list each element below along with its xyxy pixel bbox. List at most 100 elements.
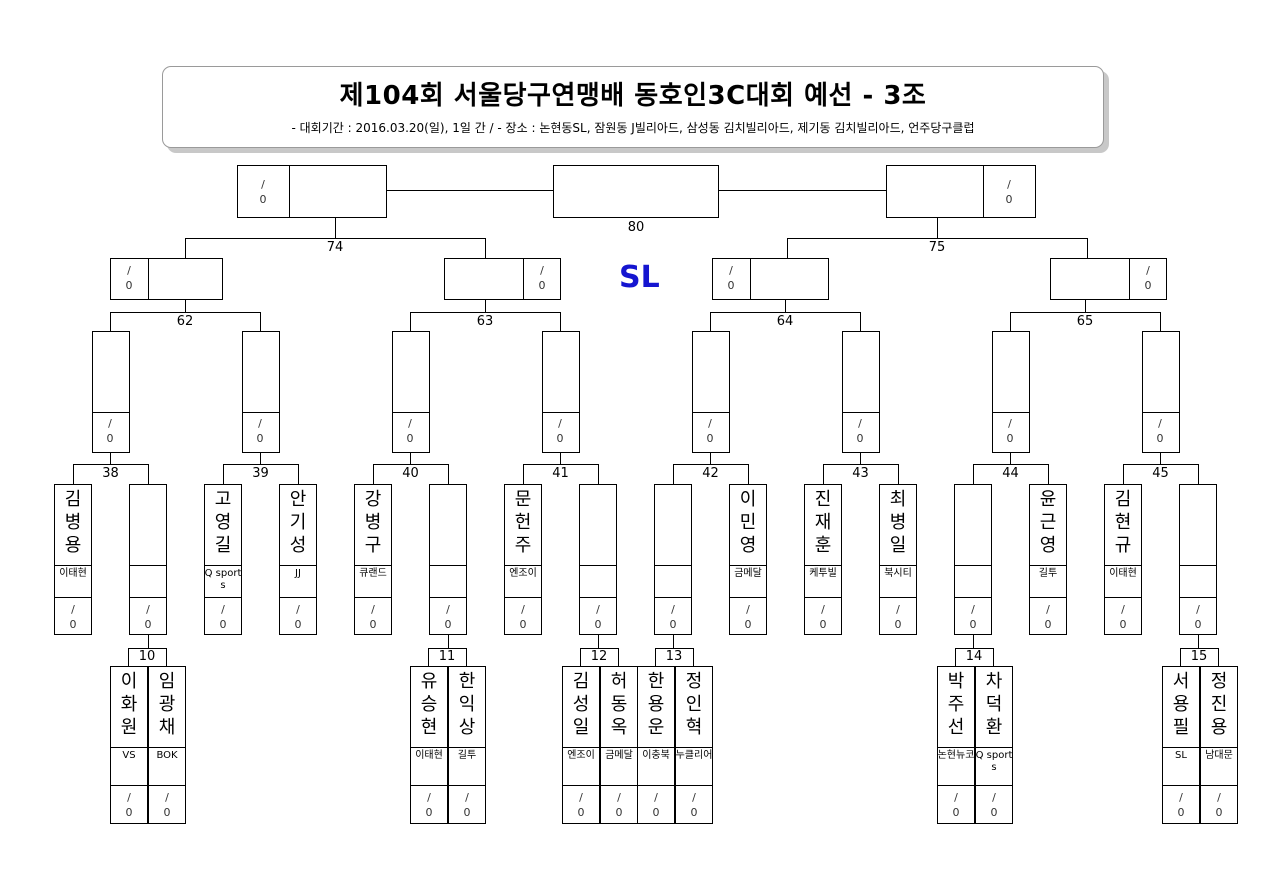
player-card	[354, 484, 392, 635]
player-card	[975, 666, 1013, 824]
bracket-line	[166, 648, 167, 667]
score-slash: /	[108, 417, 112, 430]
winner-card	[1142, 331, 1180, 453]
bracket-line	[129, 597, 167, 598]
score-slash: /	[821, 603, 825, 616]
score-value: 0	[259, 193, 267, 206]
bracket-line	[92, 412, 130, 413]
bracket-line	[73, 464, 74, 485]
score-value: 0	[652, 806, 660, 819]
page-title: 제104회 서울당구연맹배 동호인3C대회 예선 - 3조	[339, 81, 927, 111]
player-club: VS	[122, 750, 136, 761]
bracket-line	[260, 453, 261, 465]
score-value: 0	[519, 618, 527, 631]
match-number: 75	[928, 240, 946, 255]
score-slash: /	[1179, 791, 1183, 804]
winner-card	[92, 331, 130, 453]
bracket-line	[410, 747, 448, 748]
score-slash: /	[165, 791, 169, 804]
bracket-line	[1200, 747, 1238, 748]
score-value: 0	[163, 806, 171, 819]
player-card	[148, 666, 186, 824]
player-card	[1162, 666, 1200, 824]
bracket-line	[429, 597, 467, 598]
score-value: 0	[727, 279, 735, 292]
player-card	[448, 666, 486, 824]
score-value: 0	[1215, 806, 1223, 819]
bracket-line	[693, 648, 694, 667]
score-slash: /	[71, 603, 75, 616]
bracket-line	[719, 190, 887, 191]
bracket-line	[289, 165, 290, 218]
score-value: 0	[1144, 279, 1152, 292]
bracket-line	[600, 785, 638, 786]
player-club: Q sports	[975, 750, 1013, 773]
bracket-line	[128, 648, 167, 649]
bracket-line	[954, 565, 992, 566]
bracket-line	[1200, 785, 1238, 786]
score-slash: /	[671, 603, 675, 616]
bracket-line	[673, 464, 674, 485]
bracket-line	[279, 565, 317, 566]
match-number: 14	[965, 649, 983, 664]
bracket-line	[1160, 312, 1161, 332]
score-slash: /	[654, 791, 658, 804]
score-slash: /	[708, 417, 712, 430]
player-card	[129, 484, 167, 635]
player-club: JJ	[295, 568, 301, 579]
bracket-line	[1087, 238, 1088, 259]
bracket-line	[110, 453, 111, 465]
bracket-line	[429, 565, 467, 566]
score-value: 0	[144, 618, 152, 631]
bracket-line	[975, 747, 1013, 748]
bracket-line	[955, 648, 956, 667]
score-slash: /	[1007, 178, 1011, 191]
match-number: 65	[1076, 314, 1094, 329]
match-number: 45	[1152, 466, 1169, 481]
bracket-line	[973, 464, 974, 485]
bracket-line	[975, 785, 1013, 786]
bracket-line	[428, 648, 467, 649]
player-card	[429, 484, 467, 635]
bracket-line	[787, 238, 788, 259]
score-slash: /	[146, 603, 150, 616]
player-club: 큐랜드	[359, 568, 387, 579]
score-slash: /	[1121, 603, 1125, 616]
score-value: 0	[256, 432, 264, 445]
bracket-line	[937, 218, 938, 239]
bracket-line	[993, 648, 994, 667]
bracket-line	[675, 785, 713, 786]
bracket-line	[562, 747, 600, 748]
bracket-line	[448, 785, 486, 786]
bracket-line	[673, 464, 749, 465]
bracket-line	[729, 597, 767, 598]
bracket-line	[618, 648, 619, 667]
score-value: 0	[690, 806, 698, 819]
score-value: 0	[425, 806, 433, 819]
bracket-line	[1029, 565, 1067, 566]
bracket-line	[448, 747, 486, 748]
bracket-line	[1029, 597, 1067, 598]
winner-card	[992, 331, 1030, 453]
bracket-line	[1162, 785, 1200, 786]
score-slash: /	[371, 603, 375, 616]
bracket-line	[785, 300, 786, 313]
bracket-line	[992, 412, 1030, 413]
bracket-line	[655, 648, 694, 649]
player-card	[410, 666, 448, 824]
match-number: 43	[852, 466, 869, 481]
score-slash: /	[896, 603, 900, 616]
player-club: 이충북	[642, 750, 670, 761]
bracket-line	[223, 464, 224, 485]
match-number: 38	[102, 466, 119, 481]
bracket-line	[637, 785, 675, 786]
